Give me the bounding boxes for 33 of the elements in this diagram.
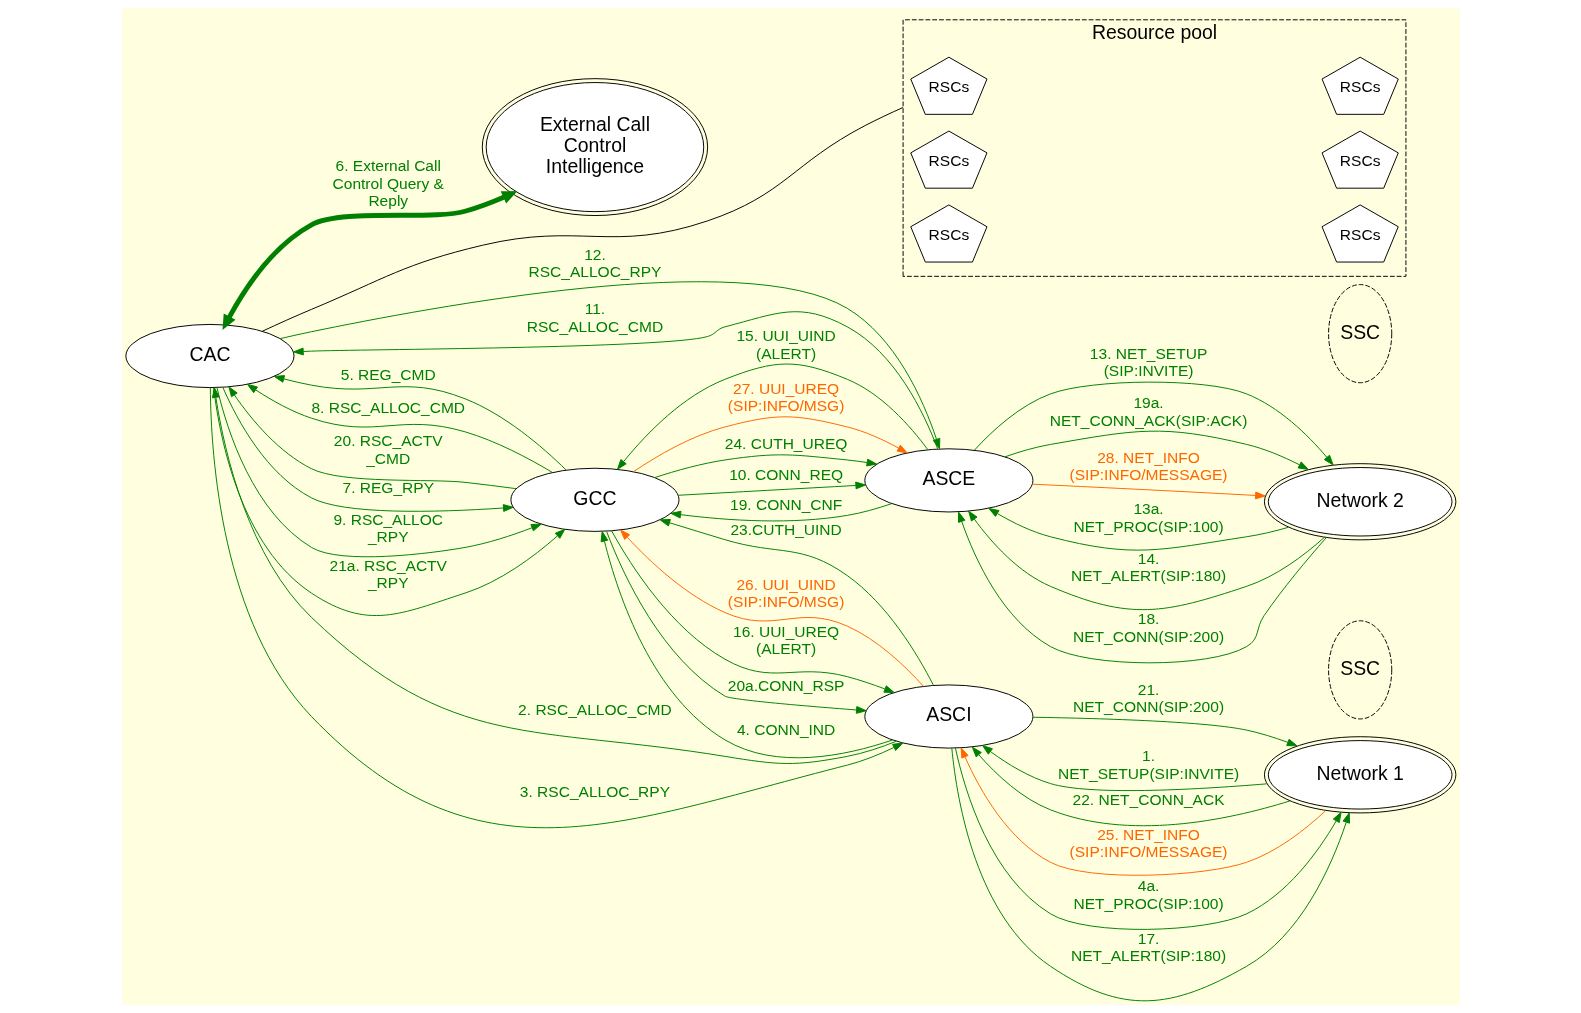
edge-label: 19a. NET_CONN_ACK(SIP:ACK): [1049, 394, 1247, 429]
edge-label: 4. CONN_IND: [736, 720, 835, 738]
edge-label: 17. NET_ALERT(SIP:180): [1070, 929, 1226, 965]
edge-label: 19. CONN_CNF: [729, 496, 842, 514]
edge-label: 8. RSC_ALLOC_CMD: [310, 399, 465, 417]
edge-label: 22. NET_CONN_ACK: [1072, 790, 1225, 808]
edge-label: 4a. NET_PROC(SIP:100): [1072, 877, 1224, 912]
edge-label: 20a.CONN_RSP: [727, 677, 844, 695]
edge-label: 18. NET_CONN(SIP:200): [1072, 610, 1224, 645]
edge-label: 2. RSC_ALLOC_CMD: [517, 701, 672, 719]
edge-label: 14. NET_ALERT(SIP:180): [1070, 549, 1226, 585]
edge-label: 11. RSC_ALLOC_CMD: [526, 300, 663, 335]
edge-label: 26. UUI_UIND (SIP:INFO/MSG): [727, 576, 844, 611]
edge-label: 7. REG_RPY: [342, 478, 434, 496]
edge-label: 13. NET_SETUP (SIP:INVITE): [1089, 344, 1207, 380]
edge-label: 28. NET_INFO (SIP:INFO/MESSAGE): [1069, 448, 1228, 484]
edge-label: 13a. NET_PROC(SIP:100): [1072, 500, 1224, 535]
edge-label: 5. REG_CMD: [340, 366, 436, 384]
edge-label: 20. RSC_ACTV _CMD: [333, 432, 443, 467]
edge-label: 21a. RSC_ACTV _RPY: [329, 556, 447, 592]
edge-label: 16. UUI_UREQ (ALERT): [732, 622, 839, 658]
edge-label: 9. RSC_ALLOC _RPY: [332, 510, 443, 546]
edge-label: 10. CONN_REQ: [728, 466, 843, 484]
edge-label: 12. RSC_ALLOC_RPY: [527, 245, 661, 281]
edge-label: 15. UUI_UIND (ALERT): [735, 327, 836, 362]
edge-label: 3. RSC_ALLOC_RPY: [519, 782, 670, 800]
edge-label: 1. NET_SETUP(SIP:INVITE): [1057, 747, 1239, 782]
edge-label: 24. CUTH_UREQ: [724, 435, 847, 453]
edge-label: 25. NET_INFO (SIP:INFO/MESSAGE): [1069, 825, 1228, 861]
edge-label: 27. UUI_UREQ (SIP:INFO/MSG): [727, 379, 844, 415]
edge-label: 23.CUTH_UIND: [729, 520, 842, 538]
edge-label: 21. NET_CONN(SIP:200): [1072, 680, 1224, 716]
edge-label: 6. External Call Control Query & Reply: [332, 157, 444, 210]
